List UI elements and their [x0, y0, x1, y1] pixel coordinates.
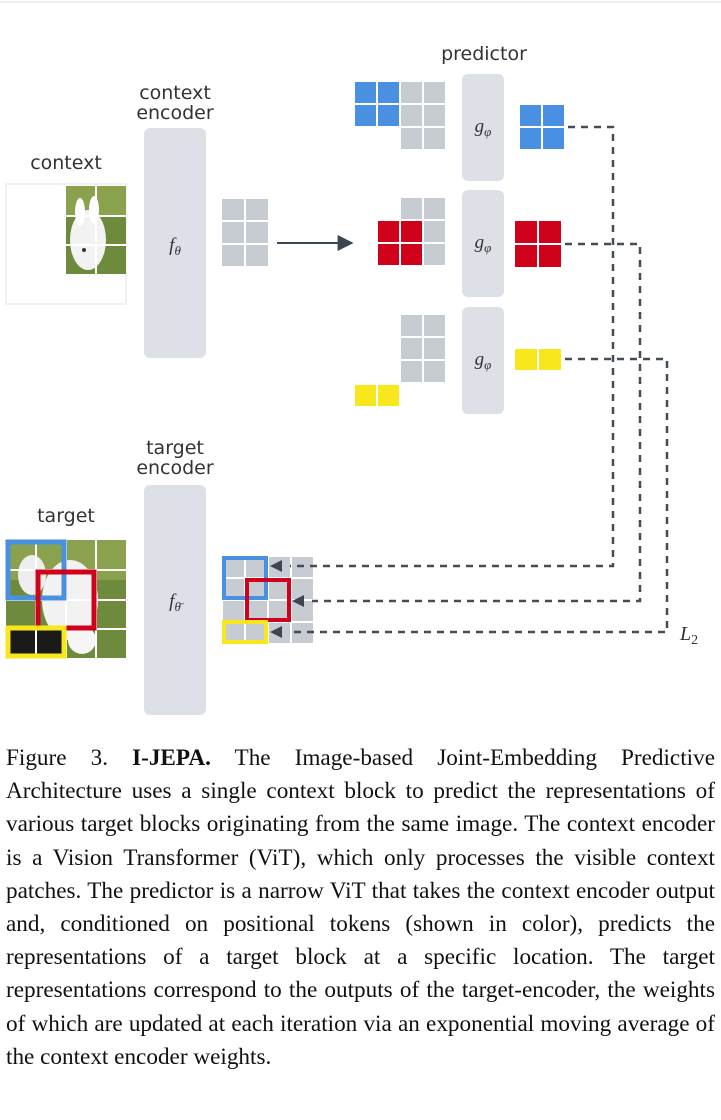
caption-title: I-JEPA.	[132, 745, 211, 771]
context-encoder-block	[144, 128, 206, 358]
predictor-input-red	[376, 196, 447, 267]
loss-label: L2	[679, 623, 698, 648]
target-image	[5, 539, 126, 659]
predictor-output-blue	[518, 103, 566, 151]
predictor-label: predictor	[441, 43, 527, 65]
predictor-block-2	[462, 190, 504, 297]
red-loss-path	[312, 242, 642, 603]
figure-caption: Figure 3. I-JEPA. The Image-based Joint-…	[6, 742, 715, 1074]
target-encoder-label-line1: target	[146, 437, 204, 459]
predictor-input-yellow	[353, 313, 447, 408]
yellow-loss-path	[290, 357, 669, 634]
caption-body: The Image-based Joint-Embedding Predicti…	[6, 745, 715, 1070]
predictor-output-yellow	[513, 347, 563, 372]
predictor-output-red	[513, 219, 563, 269]
target-encoder-label-line2: encoder	[136, 457, 214, 479]
target-label: target	[37, 505, 95, 527]
predictor-block-3	[462, 307, 504, 414]
loss-arrowheads	[270, 560, 304, 638]
predictor-input-blue	[353, 80, 447, 151]
loss-connections	[290, 125, 669, 634]
context-encoder-label-line1: context	[139, 82, 211, 104]
ijepa-diagram: predictor context encoder context target…	[0, 1, 721, 715]
context-encoder-label-line2: encoder	[136, 102, 214, 124]
caption-prefix: Figure 3.	[6, 745, 109, 771]
predictor-block-1	[462, 74, 504, 181]
blue-loss-path	[290, 125, 615, 568]
context-label: context	[30, 152, 102, 174]
context-image	[5, 183, 127, 305]
target-encoder-block	[144, 485, 206, 715]
context-output-patches	[220, 197, 270, 268]
